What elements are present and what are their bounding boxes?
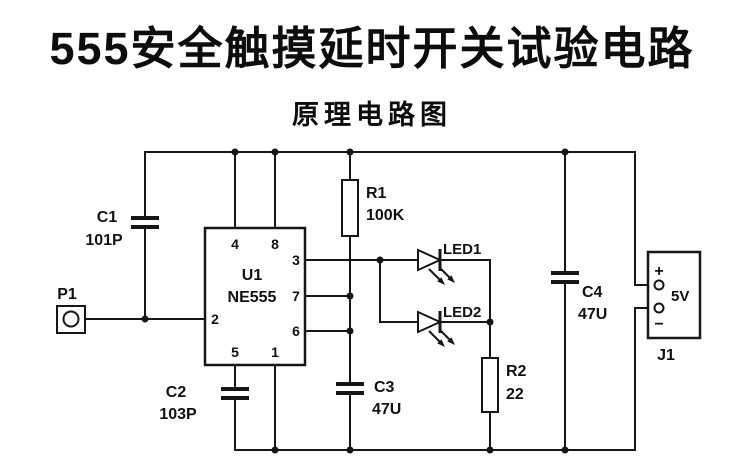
c4-value-label: 47U: [578, 306, 607, 323]
junction-dot: [486, 318, 494, 326]
ic-u1-body: [203, 226, 307, 367]
c3-ref-label: C3: [374, 379, 395, 396]
capacitor-c2-symbol: [221, 387, 249, 400]
u1-pin2-label: 2: [211, 311, 219, 327]
j1-plus-label: +: [654, 263, 663, 280]
capacitor-c3-symbol: [336, 382, 364, 395]
resistor-r1-body: [341, 179, 359, 237]
u1-pin1-label: 1: [271, 344, 279, 360]
page-subtitle: 原理电路图: [292, 100, 452, 130]
r2-ref-label: R2: [506, 363, 527, 380]
u1-pin8-label: 8: [271, 236, 279, 252]
j1-voltage-label: 5V: [671, 288, 689, 305]
page-header: 555安全触摸延时开关试验电路 原理电路图: [0, 0, 744, 132]
junction-dot: [346, 327, 354, 335]
junction-dot: [376, 256, 384, 264]
u1-pin7-label: 7: [292, 288, 300, 304]
u1-ref-label: U1: [242, 267, 263, 284]
junction-dot: [561, 446, 569, 454]
wire-led2-branch: [379, 259, 419, 323]
led2-ref-label: LED2: [443, 304, 481, 321]
junction-dot: [271, 148, 279, 156]
r2-value-label: 22: [506, 386, 524, 403]
r1-ref-label: R1: [366, 185, 387, 202]
touch-pad-p1-symbol: [56, 305, 86, 334]
led1-ref-label: LED1: [443, 241, 481, 258]
junction-dot: [141, 315, 149, 323]
c2-ref-label: C2: [166, 384, 187, 401]
j1-minus-label: −: [654, 316, 663, 333]
u1-pin4-label: 4: [231, 236, 239, 252]
c2-value-label: 103P: [159, 406, 197, 423]
led2-symbol: [417, 310, 455, 347]
junction-dot: [346, 446, 354, 454]
c4-ref-label: C4: [582, 284, 603, 301]
j1-plus-terminal: [653, 279, 665, 291]
junction-dot: [231, 148, 239, 156]
u1-pin6-label: 6: [292, 323, 300, 339]
u1-part-label: NE555: [228, 289, 277, 306]
junction-dots: [141, 148, 569, 454]
r1-value-label: 100K: [366, 207, 405, 224]
j1-minus-terminal: [653, 302, 665, 314]
led1-symbol: [417, 248, 455, 285]
c3-value-label: 47U: [372, 401, 401, 418]
c1-value-label: 101P: [85, 232, 123, 249]
junction-dot: [346, 292, 354, 300]
junction-dot: [271, 446, 279, 454]
resistor-r2-body: [481, 357, 499, 413]
u1-pin3-label: 3: [292, 252, 300, 268]
capacitor-c4-symbol: [551, 271, 579, 284]
c1-ref-label: C1: [97, 209, 118, 226]
u1-pin5-label: 5: [231, 344, 239, 360]
junction-dot: [561, 148, 569, 156]
junction-dot: [346, 148, 354, 156]
p1-ref-label: P1: [57, 286, 77, 303]
j1-ref-label: J1: [657, 347, 675, 364]
connector-j1-body: [646, 250, 702, 340]
junction-dot: [486, 446, 494, 454]
capacitor-c1-symbol: [131, 216, 159, 229]
page-title: 555安全触摸延时开关试验电路: [49, 23, 695, 74]
